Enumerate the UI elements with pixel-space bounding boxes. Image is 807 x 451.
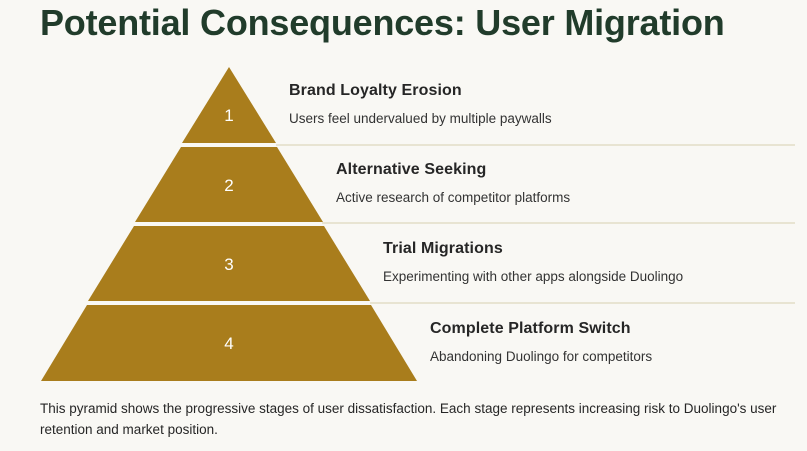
- stage-title: Complete Platform Switch: [430, 320, 631, 337]
- stage-description: Users feel undervalued by multiple paywa…: [289, 111, 552, 126]
- tier-number-1: 1: [224, 106, 233, 125]
- pyramid-tier-2: [135, 147, 323, 222]
- stage-3: Trial Migrations Experimenting with othe…: [383, 240, 683, 284]
- tier-number-2: 2: [224, 176, 233, 195]
- footer-caption: This pyramid shows the progressive stage…: [40, 401, 777, 437]
- tier-number-3: 3: [224, 255, 233, 274]
- pyramid-diagram: 1 2 3 4: [41, 67, 795, 381]
- stage-title: Trial Migrations: [383, 240, 503, 257]
- page-title: Potential Consequences: User Migration: [40, 2, 725, 43]
- pyramid-tier-4: [41, 305, 417, 381]
- stage-2: Alternative Seeking Active research of c…: [336, 161, 570, 205]
- pyramid-tier-3: [88, 226, 370, 301]
- stage-title: Alternative Seeking: [336, 161, 487, 178]
- stage-description: Experimenting with other apps alongside …: [383, 269, 684, 284]
- stage-description: Active research of competitor platforms: [336, 190, 571, 205]
- stage-1: Brand Loyalty Erosion Users feel underva…: [289, 82, 552, 126]
- tier-number-4: 4: [224, 334, 233, 353]
- stage-description: Abandoning Duolingo for competitors: [430, 349, 653, 364]
- stage-title: Brand Loyalty Erosion: [289, 82, 462, 99]
- stage-4: Complete Platform Switch Abandoning Duol…: [430, 320, 652, 364]
- pyramid-tier-1: [182, 67, 276, 143]
